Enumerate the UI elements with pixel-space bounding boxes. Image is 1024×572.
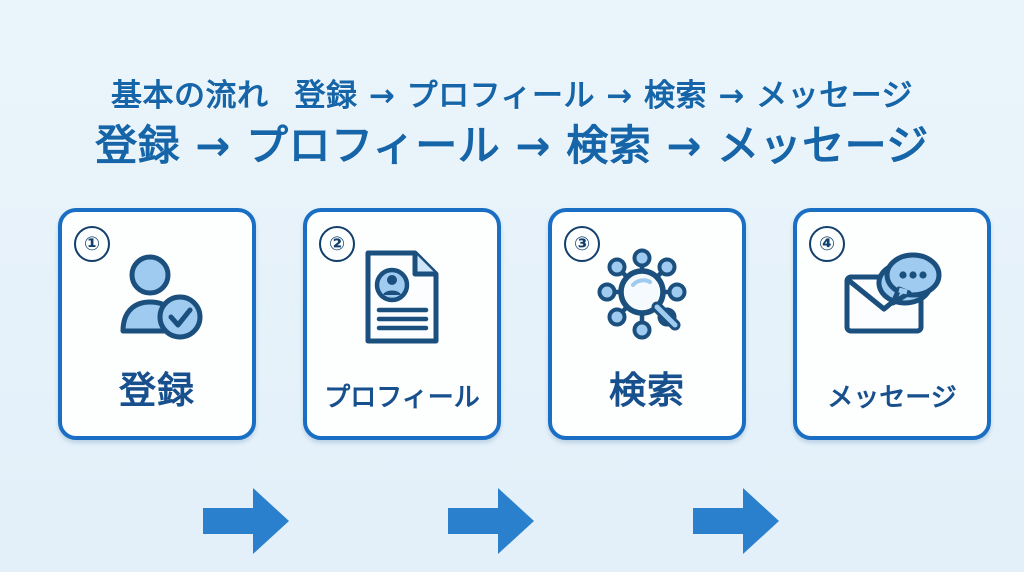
step-label: メッセージ bbox=[827, 383, 957, 413]
step-number-badge: ② bbox=[319, 226, 355, 262]
arrow-step-1-to-2 bbox=[203, 486, 289, 556]
flow-steps-row: ① 登録 ② bbox=[0, 208, 1024, 554]
step-card-profile[interactable]: ② プロフィール bbox=[303, 208, 501, 440]
step-card-registration[interactable]: ① 登録 bbox=[58, 208, 256, 440]
step-number-badge: ① bbox=[74, 226, 110, 262]
title-line-primary: 基本の流れ登録 → プロフィール → 検索 → メッセージ bbox=[0, 70, 1024, 115]
title-lead-text: 基本の流れ bbox=[111, 78, 269, 114]
user-check-icon bbox=[62, 242, 252, 352]
step-label: プロフィール bbox=[324, 383, 480, 413]
title-line-secondary: 登録 → プロフィール → 検索 → メッセージ bbox=[95, 121, 929, 170]
envelope-chat-icon bbox=[797, 242, 987, 352]
step-card-message[interactable]: ④ メッセージ bbox=[793, 208, 991, 440]
step-card-search[interactable]: ③ bbox=[548, 208, 746, 440]
arrow-step-2-to-3 bbox=[448, 486, 534, 556]
title-flow-inline-text: 登録 → プロフィール → 検索 → メッセージ bbox=[294, 78, 913, 114]
step-number-badge: ④ bbox=[809, 226, 845, 262]
step-label: 登録 bbox=[119, 369, 195, 412]
profile-document-icon bbox=[307, 242, 497, 352]
network-search-icon bbox=[552, 242, 742, 352]
step-label: 検索 bbox=[609, 369, 685, 412]
arrow-step-3-to-4 bbox=[693, 486, 779, 556]
step-number-badge: ③ bbox=[564, 226, 600, 262]
